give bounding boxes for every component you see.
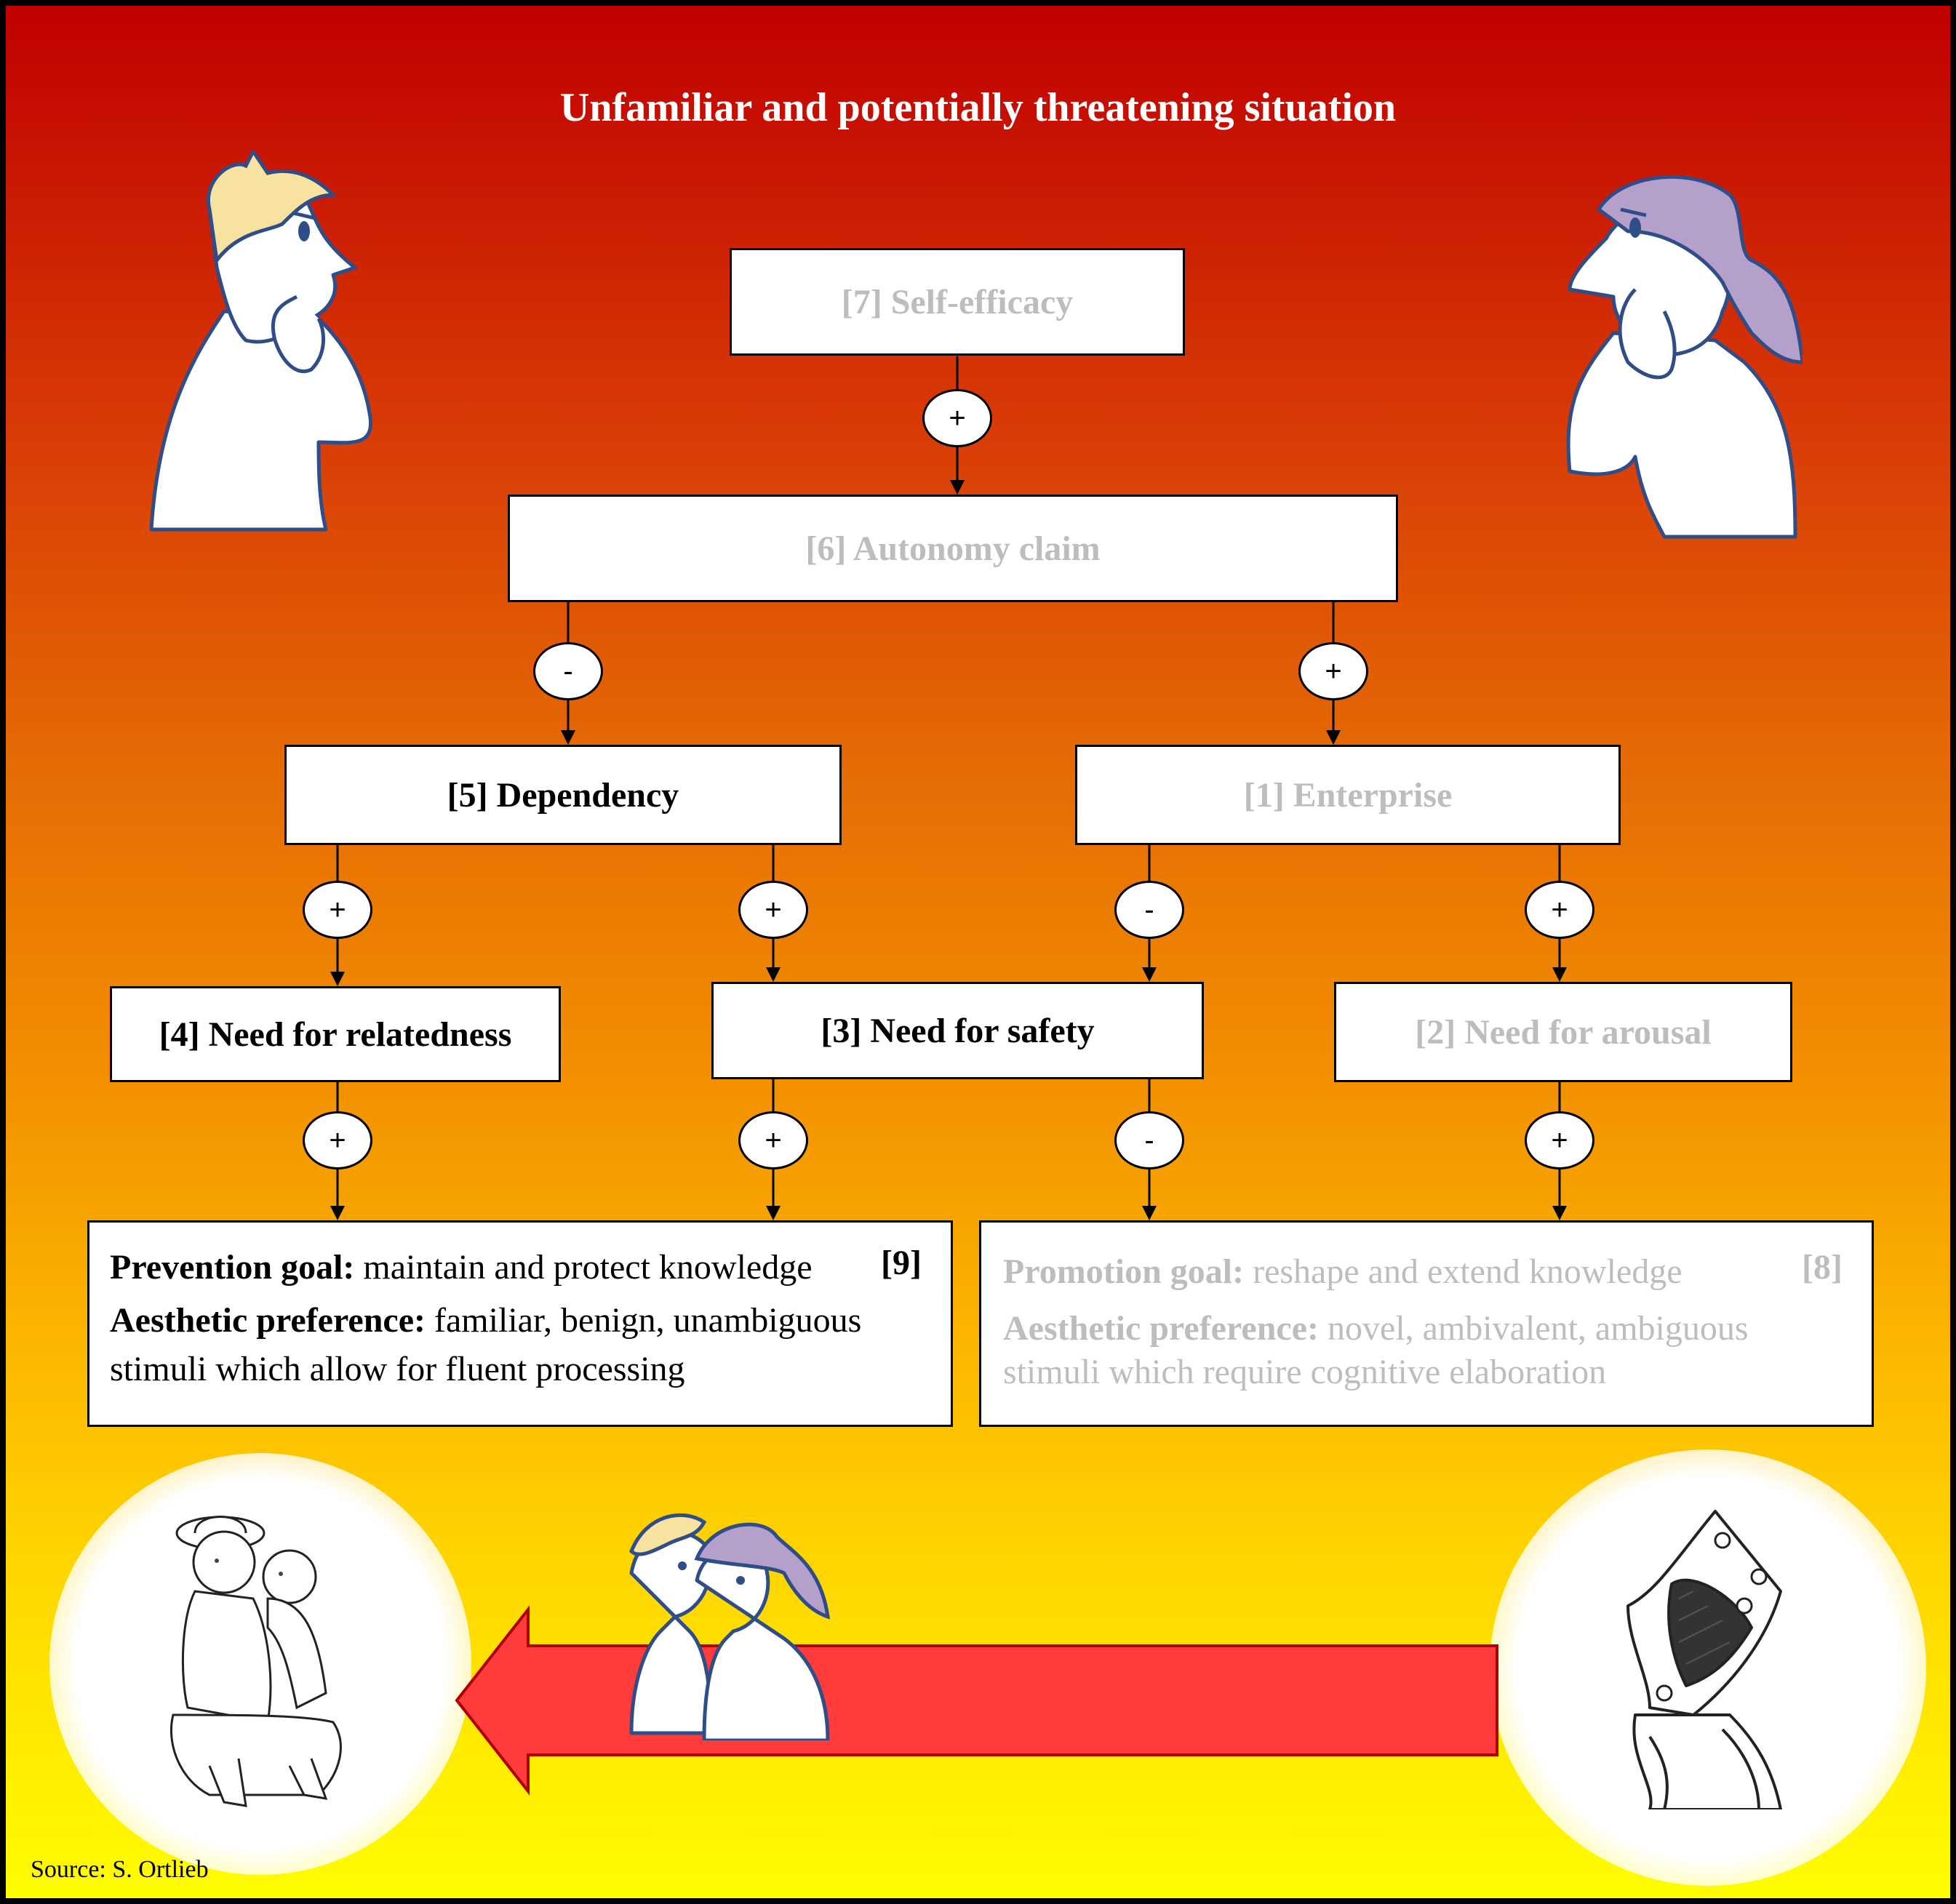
couple-walking-icon: [629, 1513, 831, 1740]
box-need-for-relatedness: [4] Need for relatedness: [110, 986, 561, 1082]
prevention-goal-label: Prevention goal:: [110, 1248, 355, 1287]
prevention-preference-label: Aesthetic preference:: [110, 1301, 426, 1340]
promotion-goal-number: [8]: [1802, 1248, 1843, 1287]
sign-dependency-to-safety: +: [738, 881, 808, 939]
sign-arousal-to-promotion: +: [1525, 1111, 1594, 1169]
box-enterprise: [1] Enterprise: [1075, 745, 1621, 845]
prevention-goal-text: maintain and protect knowledge: [354, 1248, 813, 1287]
sign-safety-to-prevention: +: [738, 1111, 808, 1169]
source-credit: Source: S. Ortlieb: [31, 1856, 209, 1883]
man-thinking-icon: [149, 151, 372, 532]
box-need-for-arousal: [2] Need for arousal: [1334, 982, 1792, 1082]
left-arrow-icon: [455, 1605, 1498, 1796]
sign-autonomy-to-enterprise: +: [1298, 642, 1368, 700]
sign-dependency-to-relatedness: +: [303, 881, 372, 939]
woman-thinking-icon: [1566, 175, 1803, 539]
children-hugging-icon: [169, 1516, 342, 1807]
promotion-preference-text: novel, ambivalent, ambiguous stimuli whi…: [1003, 1309, 1749, 1391]
prevention-goal-box: [9] Prevention goal: maintain and protec…: [87, 1220, 953, 1427]
diagram-title: Unfamiliar and potentially threatening s…: [559, 85, 1397, 130]
prevention-preference-text: familiar, benign, unambiguous stimuli wh…: [110, 1301, 862, 1389]
box-self-efficacy: [7] Self-efficacy: [730, 248, 1185, 356]
prevention-goal-number: [9]: [881, 1244, 922, 1282]
sign-enterprise-to-safety: -: [1114, 881, 1184, 939]
sign-enterprise-to-arousal: +: [1525, 881, 1594, 939]
box-need-for-safety: [3] Need for safety: [711, 982, 1204, 1079]
promotion-goal-label: Promotion goal:: [1003, 1252, 1245, 1291]
sign-safety-to-promotion: -: [1114, 1111, 1184, 1169]
mask-icon: [1626, 1510, 1782, 1809]
box-autonomy-claim: [6] Autonomy claim: [508, 495, 1398, 602]
sign-self-efficacy-to-autonomy: +: [922, 389, 992, 447]
sign-relatedness-to-prevention: +: [303, 1111, 372, 1169]
promotion-goal-text: reshape and extend knowledge: [1244, 1252, 1682, 1291]
sign-autonomy-to-dependency: -: [533, 642, 603, 700]
promotion-preference-label: Aesthetic preference:: [1003, 1309, 1320, 1348]
promotion-goal-box: [8] Promotion goal: reshape and extend k…: [979, 1220, 1874, 1427]
box-dependency: [5] Dependency: [284, 745, 842, 845]
